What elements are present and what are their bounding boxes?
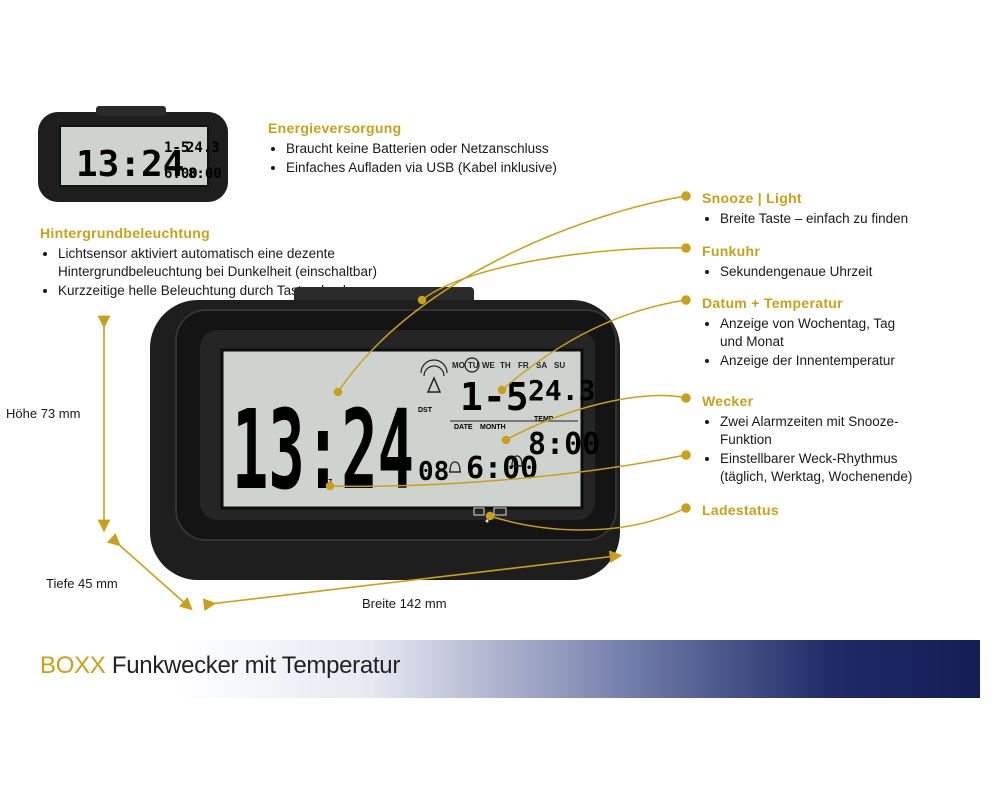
backlight-bullet-2: Kurzzeitige helle Beleuchtung durch Tast… [58,282,420,300]
dimension-depth: Tiefe 45 mm [46,576,118,591]
svg-text:1-5: 1-5 [164,140,189,156]
lcd-dst: DST [418,407,433,414]
lcd-alarm2: 8:00 [528,427,600,462]
section-radio: Funkuhr Sekundengenaue Uhrzeit [702,243,992,282]
banner-title: BOXX Funkwecker mit Temperatur [40,652,400,680]
title-banner [0,640,980,698]
thumbnail-time: 13:24 [76,144,184,185]
section-backlight: Hintergrundbeleuchtung Lichtsensor aktiv… [40,225,420,301]
energy-bullet-2: Einfaches Aufladen via USB (Kabel inklus… [286,159,557,177]
lcd-seconds: 08 [418,457,449,487]
datetemp-heading: Datum + Temperatur [702,295,843,311]
lcd-alarm-mode: 6-7 [322,479,332,486]
lcd-date-label: DATE [454,424,473,431]
alarm-heading: Wecker [702,393,754,409]
snooze-heading: Snooze | Light [702,190,802,206]
lcd-temp-label: TEMP [534,416,554,423]
dimension-arrows [97,315,623,612]
lcd-display: 13:24 08 DST 6-7 MO TU WE TH FR SA SU 1-… [232,357,600,514]
svg-text:24.3: 24.3 [186,140,220,156]
backlight-heading: Hintergrundbeleuchtung [40,225,210,241]
lcd-temp: 24.3 [528,374,595,407]
energy-heading: Energieversorgung [268,120,402,136]
alarm-bell-icon [449,461,461,473]
lcd-day-su: SU [554,361,565,370]
lcd-day-th: TH [500,361,511,370]
alarm-bell-icon-2 [511,455,523,467]
callout-lines [325,191,691,531]
product-title: Funkwecker mit Temperatur [111,652,401,679]
section-charge: Ladestatus [702,502,779,518]
datetemp-bullet-2: Anzeige der Innentemperatur [720,352,900,370]
clock-body [150,287,620,580]
thumbnail-clock: 13:24 1-5 24.3 6:00 8:00 [38,106,228,202]
charge-status-icon [473,507,507,523]
radio-bullet-1: Sekundengenaue Uhrzeit [720,263,992,281]
energy-bullet-1: Braucht keine Batterien oder Netzanschlu… [286,140,557,158]
brand-name: BOXX [40,652,106,679]
svg-text:8:00: 8:00 [188,166,222,182]
section-snooze: Snooze | Light Breite Taste – einfach zu… [702,190,992,229]
section-datetemp: Datum + Temperatur Anzeige von Wochentag… [702,295,922,371]
radio-signal-icon [420,359,448,393]
main-illustration: 13:24 08 DST 6-7 MO TU WE TH FR SA SU 1-… [97,191,691,612]
alarm-bullet-2: Einstellbarer Weck-Rhythmus (täglich, We… [720,450,930,486]
section-energy: Energieversorgung Braucht keine Batterie… [268,120,557,178]
dimension-width: Breite 142 mm [362,596,447,611]
snooze-bullet-1: Breite Taste – einfach zu finden [720,210,992,228]
svg-text:6:00: 6:00 [164,166,198,182]
lcd-day-we: WE [482,361,496,370]
charge-heading: Ladestatus [702,502,779,518]
dimension-height: Höhe 73 mm [6,406,81,421]
lcd-time: 13:24 [232,386,414,514]
lcd-day-sa: SA [536,361,547,370]
datetemp-bullet-1: Anzeige von Wochentag, Tag und Monat [720,315,900,351]
alarm-bullet-1: Zwei Alarmzeiten mit Snooze-Funktion [720,413,930,449]
lcd-day-mo: MO [452,361,465,370]
section-alarm: Wecker Zwei Alarmzeiten mit Snooze-Funkt… [702,393,932,487]
selected-day-marker [464,357,480,373]
lcd-day-tu: TU [468,361,479,370]
lcd-month-label: MONTH [480,424,506,431]
lcd-date: 1-5 [460,375,529,419]
lcd-day-fr: FR [518,361,529,370]
backlight-bullet-1: Lichtsensor aktiviert automatisch eine d… [58,245,420,281]
radio-heading: Funkuhr [702,243,761,259]
